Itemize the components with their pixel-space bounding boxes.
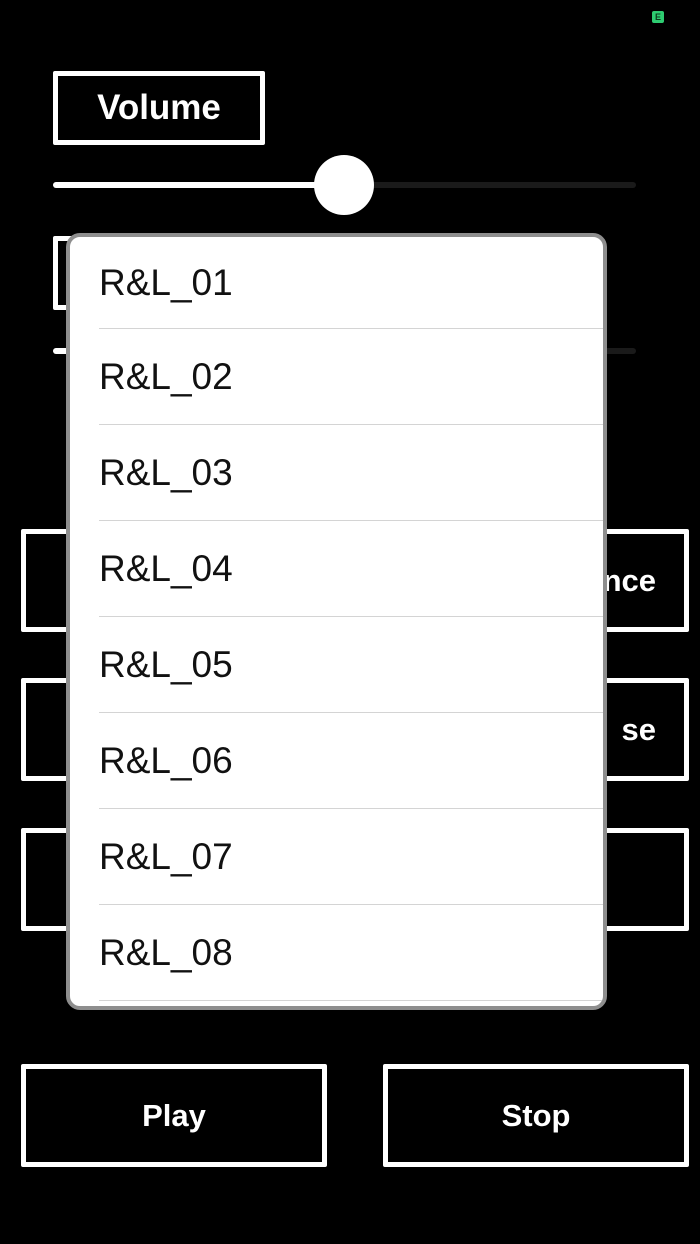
stop-button[interactable]: Stop — [383, 1064, 689, 1167]
dropdown-item[interactable]: R&L_08 — [99, 905, 603, 1001]
dropdown-item[interactable]: R&L_02 — [99, 329, 603, 425]
dropdown-item[interactable]: R&L_01 — [99, 237, 603, 329]
dropdown-item[interactable]: R&L_07 — [99, 809, 603, 905]
dropdown-item[interactable]: R&L_03 — [99, 425, 603, 521]
volume-label: Volume — [53, 71, 265, 145]
dropdown-item[interactable]: R&L_04 — [99, 521, 603, 617]
status-indicator-icon: E — [652, 11, 664, 23]
volume-slider-fill — [53, 182, 345, 188]
volume-slider-thumb[interactable] — [314, 155, 374, 215]
dropdown-item[interactable]: R&L_05 — [99, 617, 603, 713]
dropdown-item[interactable]: R&L_06 — [99, 713, 603, 809]
play-button[interactable]: Play — [21, 1064, 327, 1167]
